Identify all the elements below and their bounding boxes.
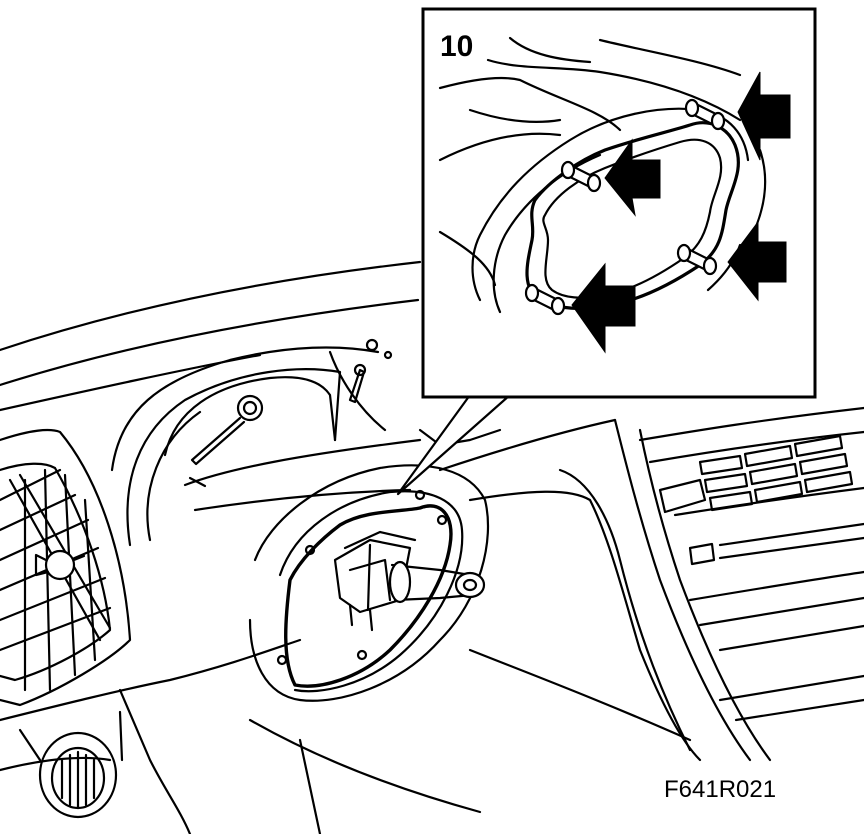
- center-console: [418, 418, 772, 762]
- headlight-switch: [38, 731, 118, 819]
- cluster-lower-shelf: [193, 488, 412, 512]
- arrow-icon: [604, 138, 661, 217]
- steering-wheel-cover: [486, 58, 742, 122]
- callout-leader: [396, 393, 512, 496]
- guide-pin-icon: [676, 243, 718, 276]
- detail-inset-frame: [421, 7, 817, 399]
- arrows: [571, 71, 791, 354]
- floor-edge: [248, 718, 482, 814]
- guide-pin-icon: [524, 283, 566, 316]
- step-number: 10: [440, 30, 473, 63]
- steering-column-opening: [248, 464, 490, 702]
- dashboard-view: [0, 260, 864, 834]
- air-vent-grille: [0, 429, 132, 707]
- airbag-opening: [525, 121, 740, 310]
- detail-inset: 10: [421, 7, 817, 399]
- arrow-icon: [571, 262, 636, 354]
- instrument-cluster-rim-inner: [146, 410, 202, 542]
- instrument-cluster-rim: [126, 368, 342, 547]
- guide-pins: [524, 98, 726, 316]
- dashboard-top-edge-inner: [0, 298, 420, 387]
- gauge-needle: [190, 416, 246, 466]
- lower-dash-panel: [0, 638, 302, 722]
- arrow-icon: [727, 220, 787, 302]
- gauge-hub: [236, 394, 264, 422]
- cluster-face: [163, 376, 337, 457]
- figure-code: F641R021: [664, 776, 776, 803]
- cluster-bottom: [183, 438, 422, 487]
- radio-panel: [638, 406, 864, 722]
- arrow-icon: [737, 71, 791, 161]
- dashboard-top-edge: [0, 260, 422, 352]
- guide-pin-icon: [684, 98, 726, 131]
- instrument-cluster-hood: [110, 346, 380, 472]
- steering-shaft: [333, 530, 486, 632]
- guide-pin-icon: [560, 160, 602, 193]
